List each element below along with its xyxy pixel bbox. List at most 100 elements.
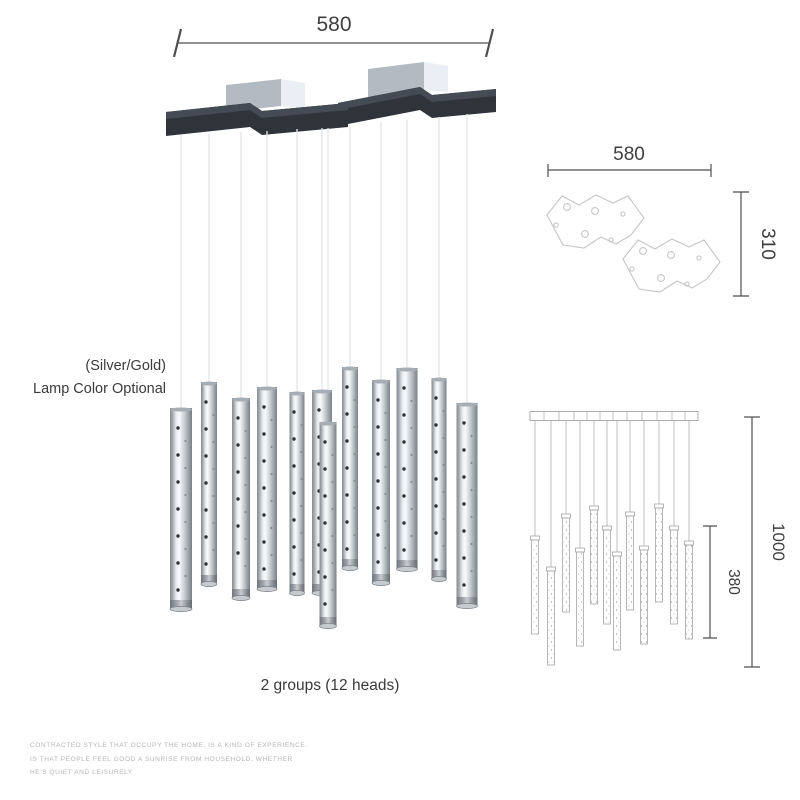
tube-hole	[376, 533, 380, 537]
side-view-pendant	[639, 421, 649, 645]
tube-hole	[345, 547, 349, 551]
tube-hole	[204, 454, 208, 458]
tube-hole	[353, 506, 356, 510]
side-view-tube	[655, 507, 663, 603]
tube-hole	[300, 477, 303, 481]
tube-hole	[204, 400, 208, 404]
tube-hole	[384, 465, 387, 469]
plan-depth-dimension-line	[733, 191, 749, 297]
tube-hole	[434, 558, 438, 562]
pendant-tube	[371, 379, 391, 586]
tube-hole	[212, 440, 215, 444]
tube-hole	[442, 436, 445, 440]
plan-depth-label: 310	[757, 228, 778, 260]
pendant-tube	[456, 402, 478, 609]
tube-hole	[236, 497, 240, 501]
tube-hole	[323, 548, 327, 552]
total-height-label: 1000	[769, 523, 788, 561]
tube-hole	[270, 553, 273, 557]
side-view-pendant	[561, 421, 571, 613]
tube-hole	[292, 545, 296, 549]
plan-piece-outline	[546, 194, 645, 249]
top-width-dimension: 580	[172, 13, 495, 58]
pendant-tube	[169, 407, 193, 612]
tube-hole	[345, 385, 349, 389]
tube-hole	[402, 440, 406, 444]
pendant-tube	[231, 397, 251, 601]
pendant-tubes	[169, 366, 478, 629]
tube-hole	[331, 534, 334, 538]
side-view-tube	[640, 549, 648, 645]
tube-hole	[244, 483, 247, 487]
tube-hole	[204, 481, 208, 485]
tube-hole	[262, 486, 266, 490]
tube-hole	[470, 515, 473, 519]
tube-hole	[331, 507, 334, 511]
tube-hole	[262, 513, 266, 517]
side-view-pendants	[530, 421, 694, 666]
tube-length-dimension-line	[703, 525, 717, 639]
tube-hole	[176, 561, 180, 565]
tube-hole	[434, 477, 438, 481]
tube-hole	[402, 413, 406, 417]
tube-hole	[434, 531, 438, 535]
tube-length-label: 380	[725, 569, 742, 595]
tube-hole	[212, 548, 215, 552]
groups-caption: 2 groups (12 heads)	[261, 677, 400, 694]
side-view-tube	[590, 509, 598, 605]
tube-hole	[236, 524, 240, 528]
pendant-tube	[319, 421, 337, 629]
tube-hole	[376, 560, 380, 564]
side-view-tube-cap	[602, 525, 612, 531]
side-view-tube	[670, 529, 678, 625]
finish-note-line1: (Silver/Gold)	[85, 358, 166, 374]
tube-hole	[212, 521, 215, 525]
side-view-bar-segments	[543, 411, 686, 421]
pendant-tube	[200, 381, 218, 587]
tube-hole	[331, 561, 334, 565]
tube-hole	[323, 467, 327, 471]
side-view-tube-cap	[625, 511, 635, 517]
tube-hole	[345, 466, 349, 470]
tube-hole	[292, 572, 296, 576]
tube-hole	[184, 547, 187, 551]
tube-hole	[323, 521, 327, 525]
tube-hole	[402, 386, 406, 390]
tube-hole	[236, 443, 240, 447]
plan-canopy-piece-2	[622, 238, 721, 293]
tube-hole	[270, 445, 273, 449]
tube-hole	[244, 429, 247, 433]
tube-hole	[236, 551, 240, 555]
tube-hole	[176, 426, 180, 430]
side-elevation: 1000 380	[529, 411, 788, 668]
tube-hole	[184, 493, 187, 497]
tube-hole	[345, 520, 349, 524]
tube-hole	[317, 408, 321, 412]
tube-hole	[323, 575, 327, 579]
tube-hole	[470, 542, 473, 546]
tube-hole	[270, 418, 273, 422]
tube-hole	[384, 438, 387, 442]
tube-hole	[292, 518, 296, 522]
tube-hole	[323, 440, 327, 444]
tube-hole	[176, 480, 180, 484]
tube-hole	[184, 574, 187, 578]
tube-hole	[402, 548, 406, 552]
side-view-tube	[547, 570, 555, 666]
side-view-pendant	[589, 421, 599, 605]
canopy-back-plate-white	[424, 62, 448, 92]
plan-hole	[553, 222, 559, 228]
side-view-tube-cap	[639, 545, 649, 551]
side-view-pendant	[684, 421, 694, 640]
side-view-tube-cap	[669, 525, 679, 531]
finish-note-line2: Lamp Color Optional	[33, 381, 166, 397]
tube-hole	[410, 426, 413, 430]
plan-width-dimension-line	[547, 164, 712, 177]
tube-hole	[204, 427, 208, 431]
tube-hole	[270, 499, 273, 503]
tube-hole	[244, 510, 247, 514]
tube-hole	[410, 534, 413, 538]
side-view-pendant	[612, 421, 622, 651]
tube-hole	[262, 567, 266, 571]
